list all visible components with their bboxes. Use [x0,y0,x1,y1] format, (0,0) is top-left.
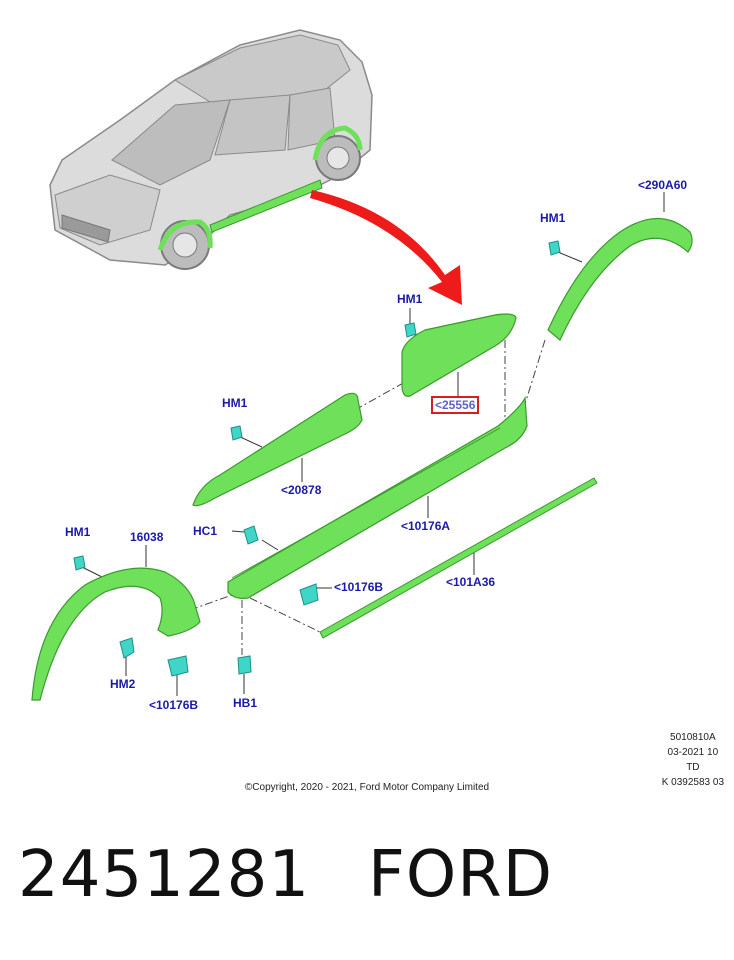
clips [73,240,561,677]
rear-door-moulding [401,313,517,397]
callout-10176b-arch: <10176B [149,698,199,712]
lower-trim-strip [319,477,598,639]
car-illustration [49,29,373,270]
meta-line-2: 03-2021 10 [667,747,719,758]
rocker-panel-crease [231,427,501,579]
callout-hm1-front-door: HM1 [222,396,248,410]
callout-290a60: <290A60 [638,178,688,192]
copyright-notice: ©Copyright, 2020 - 2021, Ford Motor Comp… [244,782,490,793]
callout-hc1: HC1 [193,524,218,538]
rear-wheel-arch-moulding [547,217,693,341]
callout-20878: <20878 [281,483,322,497]
clip-hm1-door [404,322,417,338]
meta-line-4: K 0392583 03 [661,777,724,788]
callout-10176a: <10176A [401,519,451,533]
callout-hm2: HM2 [110,677,136,691]
callout-hm1-rear: HM1 [540,211,566,225]
front-door-moulding [192,392,363,507]
clip-hc1 [243,525,259,545]
callout-16038: 16038 [130,530,164,544]
brand-name: FORD [368,838,553,912]
red-arrow-icon [310,190,462,305]
meta-line-3: TD [686,762,700,773]
rocker-panel-moulding [227,395,528,599]
clip-hm1-arch [73,555,86,571]
callout-10176b-rocker: <10176B [334,580,384,594]
callout-25556: <25556 [431,396,480,414]
front-wheel-arch-moulding [31,567,201,701]
footer-title: 2451281 FORD [18,838,553,912]
part-number: 2451281 [18,838,311,912]
clip-hm1-front-door [230,425,243,441]
clip-10176b-arch [167,655,189,677]
callout-hb1: HB1 [233,696,258,710]
callout-hm1-arch: HM1 [65,525,91,539]
meta-line-1: 5010810A [670,732,716,743]
callout-hm1-door: HM1 [397,292,423,306]
clip-hm1-rear [548,240,561,256]
clip-hb1 [237,655,252,675]
parts-diagram [31,29,693,701]
drawing-meta: 5010810A 03-2021 10 TD K 0392583 03 [662,730,724,790]
clip-hm2 [119,637,135,659]
clip-10176b-rocker [299,583,319,606]
callout-101a36: <101A36 [446,575,496,589]
